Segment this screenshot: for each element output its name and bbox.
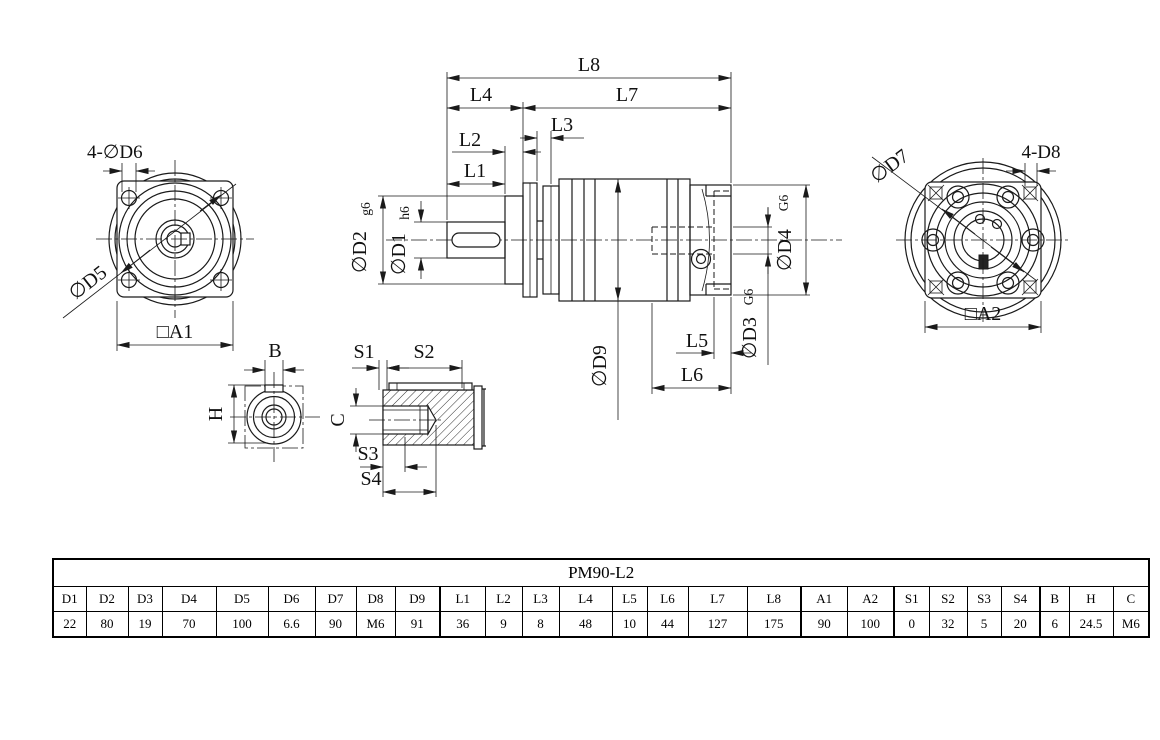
table-header-cell: D4 (161, 586, 217, 612)
table-header-cell: L6 (646, 586, 689, 612)
d3-label: ∅D3 (739, 317, 761, 359)
table-header-cell: S3 (966, 586, 1002, 612)
table-value-cell: 24.5 (1068, 611, 1114, 638)
l1-label: L1 (464, 160, 486, 182)
d4-tolerance: G6 (776, 195, 791, 212)
table-header-cell: L5 (611, 586, 648, 612)
table-header-cell: L3 (521, 586, 560, 612)
table-header-cell: A2 (846, 586, 895, 612)
d3-tolerance: G6 (741, 289, 756, 306)
table-value-cell: 6.6 (267, 611, 316, 638)
table-value-cell: 5 (966, 611, 1002, 638)
table-value-cell: 80 (85, 611, 129, 638)
table-value-cell: 0 (893, 611, 930, 638)
table-value-cell: 100 (215, 611, 269, 638)
l2-label: L2 (459, 129, 481, 151)
table-value-cell: 90 (314, 611, 357, 638)
table-header-cell: D8 (355, 586, 396, 612)
s4-label: S4 (360, 468, 381, 490)
table-header-cell: B (1039, 586, 1070, 612)
l4-label: L4 (470, 84, 492, 106)
table-header-cell: S2 (928, 586, 968, 612)
table-value-cell: 175 (746, 611, 802, 638)
table-header-cell: L7 (687, 586, 748, 612)
table-value-cell: 22 (52, 611, 87, 638)
h-label: H (205, 407, 227, 421)
table-header-cell: L4 (558, 586, 613, 612)
table-header-cell: L1 (439, 586, 486, 612)
d9-label: ∅D9 (589, 345, 611, 387)
table-header-cell: D2 (85, 586, 129, 612)
table-header-cell: L8 (746, 586, 802, 612)
table-header-cell: L2 (484, 586, 523, 612)
a1-label: □A1 (157, 321, 194, 343)
b-label: B (268, 340, 281, 362)
d1-label: ∅D1 (388, 233, 410, 275)
l5-label: L5 (686, 330, 708, 352)
d4-label: ∅D4 (774, 229, 796, 271)
d5-label: ∅D5 (65, 261, 112, 304)
table-header-cell: D1 (52, 586, 87, 612)
table-value-cell: M6 (355, 611, 396, 638)
s1-label: S1 (353, 341, 374, 363)
table-value-cell: 10 (611, 611, 648, 638)
table-title: PM90-L2 (52, 558, 1150, 587)
rear-view-holes-label: 4-D8 (1021, 142, 1060, 163)
table-header-cell: D9 (394, 586, 441, 612)
front-view-holes-label: 4-∅D6 (87, 142, 143, 163)
table-header-cell: A1 (800, 586, 848, 612)
table-header-cell: S4 (1000, 586, 1041, 612)
shaft-section-view: B H (205, 340, 320, 462)
table-header-cell: D5 (215, 586, 269, 612)
table-value-cell: 8 (521, 611, 560, 638)
table-value-cell: 32 (928, 611, 968, 638)
table-value-cell: 36 (439, 611, 486, 638)
table-value-cell: 127 (687, 611, 748, 638)
table-header-cell: S1 (893, 586, 930, 612)
keyway-detail-view: C S1 S2 S3 S4 (327, 341, 486, 497)
l6-label: L6 (681, 364, 703, 386)
table-header-cell: D3 (127, 586, 163, 612)
table-value-cell: 91 (394, 611, 441, 638)
table-value-cell: 19 (127, 611, 163, 638)
side-view: L8 L4 L7 L3 L2 L1 ∅D2 g6 ∅D1 h6 ∅D9 (349, 54, 842, 420)
table-value-cell: M6 (1112, 611, 1150, 638)
table-value-cell: 100 (846, 611, 895, 638)
table-value-cell: 90 (800, 611, 848, 638)
table-header-cell: H (1068, 586, 1114, 612)
table-value-cell: 9 (484, 611, 523, 638)
s2-label: S2 (413, 341, 434, 363)
table-value-cell: 44 (646, 611, 689, 638)
s3-label: S3 (357, 443, 378, 465)
table-value-cell: 6 (1039, 611, 1070, 638)
table-header-cell: C (1112, 586, 1150, 612)
table-value-cell: 48 (558, 611, 613, 638)
a2-label: □A2 (965, 303, 1002, 325)
table-value-cell: 70 (161, 611, 217, 638)
c-label: C (327, 413, 349, 426)
corner-tapped-holes (927, 184, 1039, 296)
front-view: 4-∅D6 ∅D5 □A1 (62, 142, 254, 351)
d1-tolerance: h6 (397, 206, 412, 220)
table-value-cell: 20 (1000, 611, 1041, 638)
l8-label: L8 (578, 54, 600, 76)
l7-label: L7 (616, 84, 638, 106)
d2-tolerance: g6 (358, 202, 373, 216)
table-header-cell: D6 (267, 586, 316, 612)
technical-drawing: 4-∅D6 ∅D5 □A1 B H (62, 54, 1070, 497)
rear-view: ∅D7 4-D8 □A2 (866, 142, 1070, 333)
d2-label: ∅D2 (349, 231, 371, 273)
d7-label: ∅D7 (866, 145, 913, 188)
table-header-cell: D7 (314, 586, 357, 612)
l3-label: L3 (551, 114, 573, 136)
